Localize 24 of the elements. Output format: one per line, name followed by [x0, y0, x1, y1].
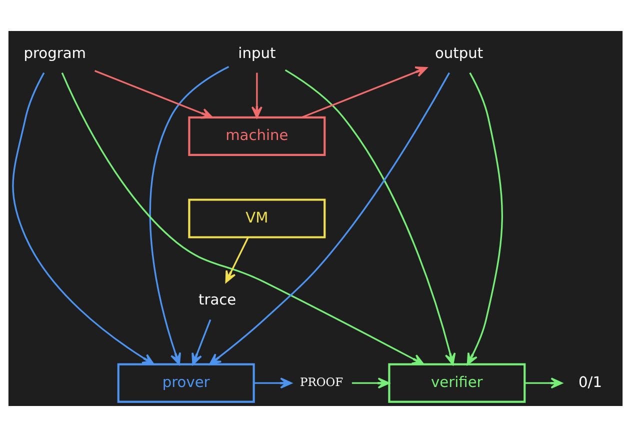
arrow [284, 69, 456, 366]
node-text: PROOF [300, 375, 344, 389]
arrow [61, 72, 424, 365]
arrow [352, 378, 390, 389]
arrow [149, 66, 230, 365]
arrow [192, 319, 212, 366]
node-box: prover [117, 363, 255, 403]
node-text: trace [198, 292, 236, 309]
arrow [466, 72, 503, 365]
node-text: input [238, 44, 276, 62]
arrow [251, 72, 262, 118]
arrow [12, 72, 154, 365]
node-text: output [434, 44, 484, 62]
arrow [225, 236, 249, 283]
arrow [254, 378, 292, 389]
node-text: program [24, 44, 86, 62]
node-text: 0/1 [578, 374, 602, 391]
arrow [209, 72, 450, 366]
arrow [525, 378, 563, 389]
node-box: machine [188, 116, 326, 156]
arrow [301, 66, 428, 118]
node-box: VM [188, 198, 326, 238]
node-box: verifier [388, 363, 526, 403]
arrow [94, 70, 213, 119]
